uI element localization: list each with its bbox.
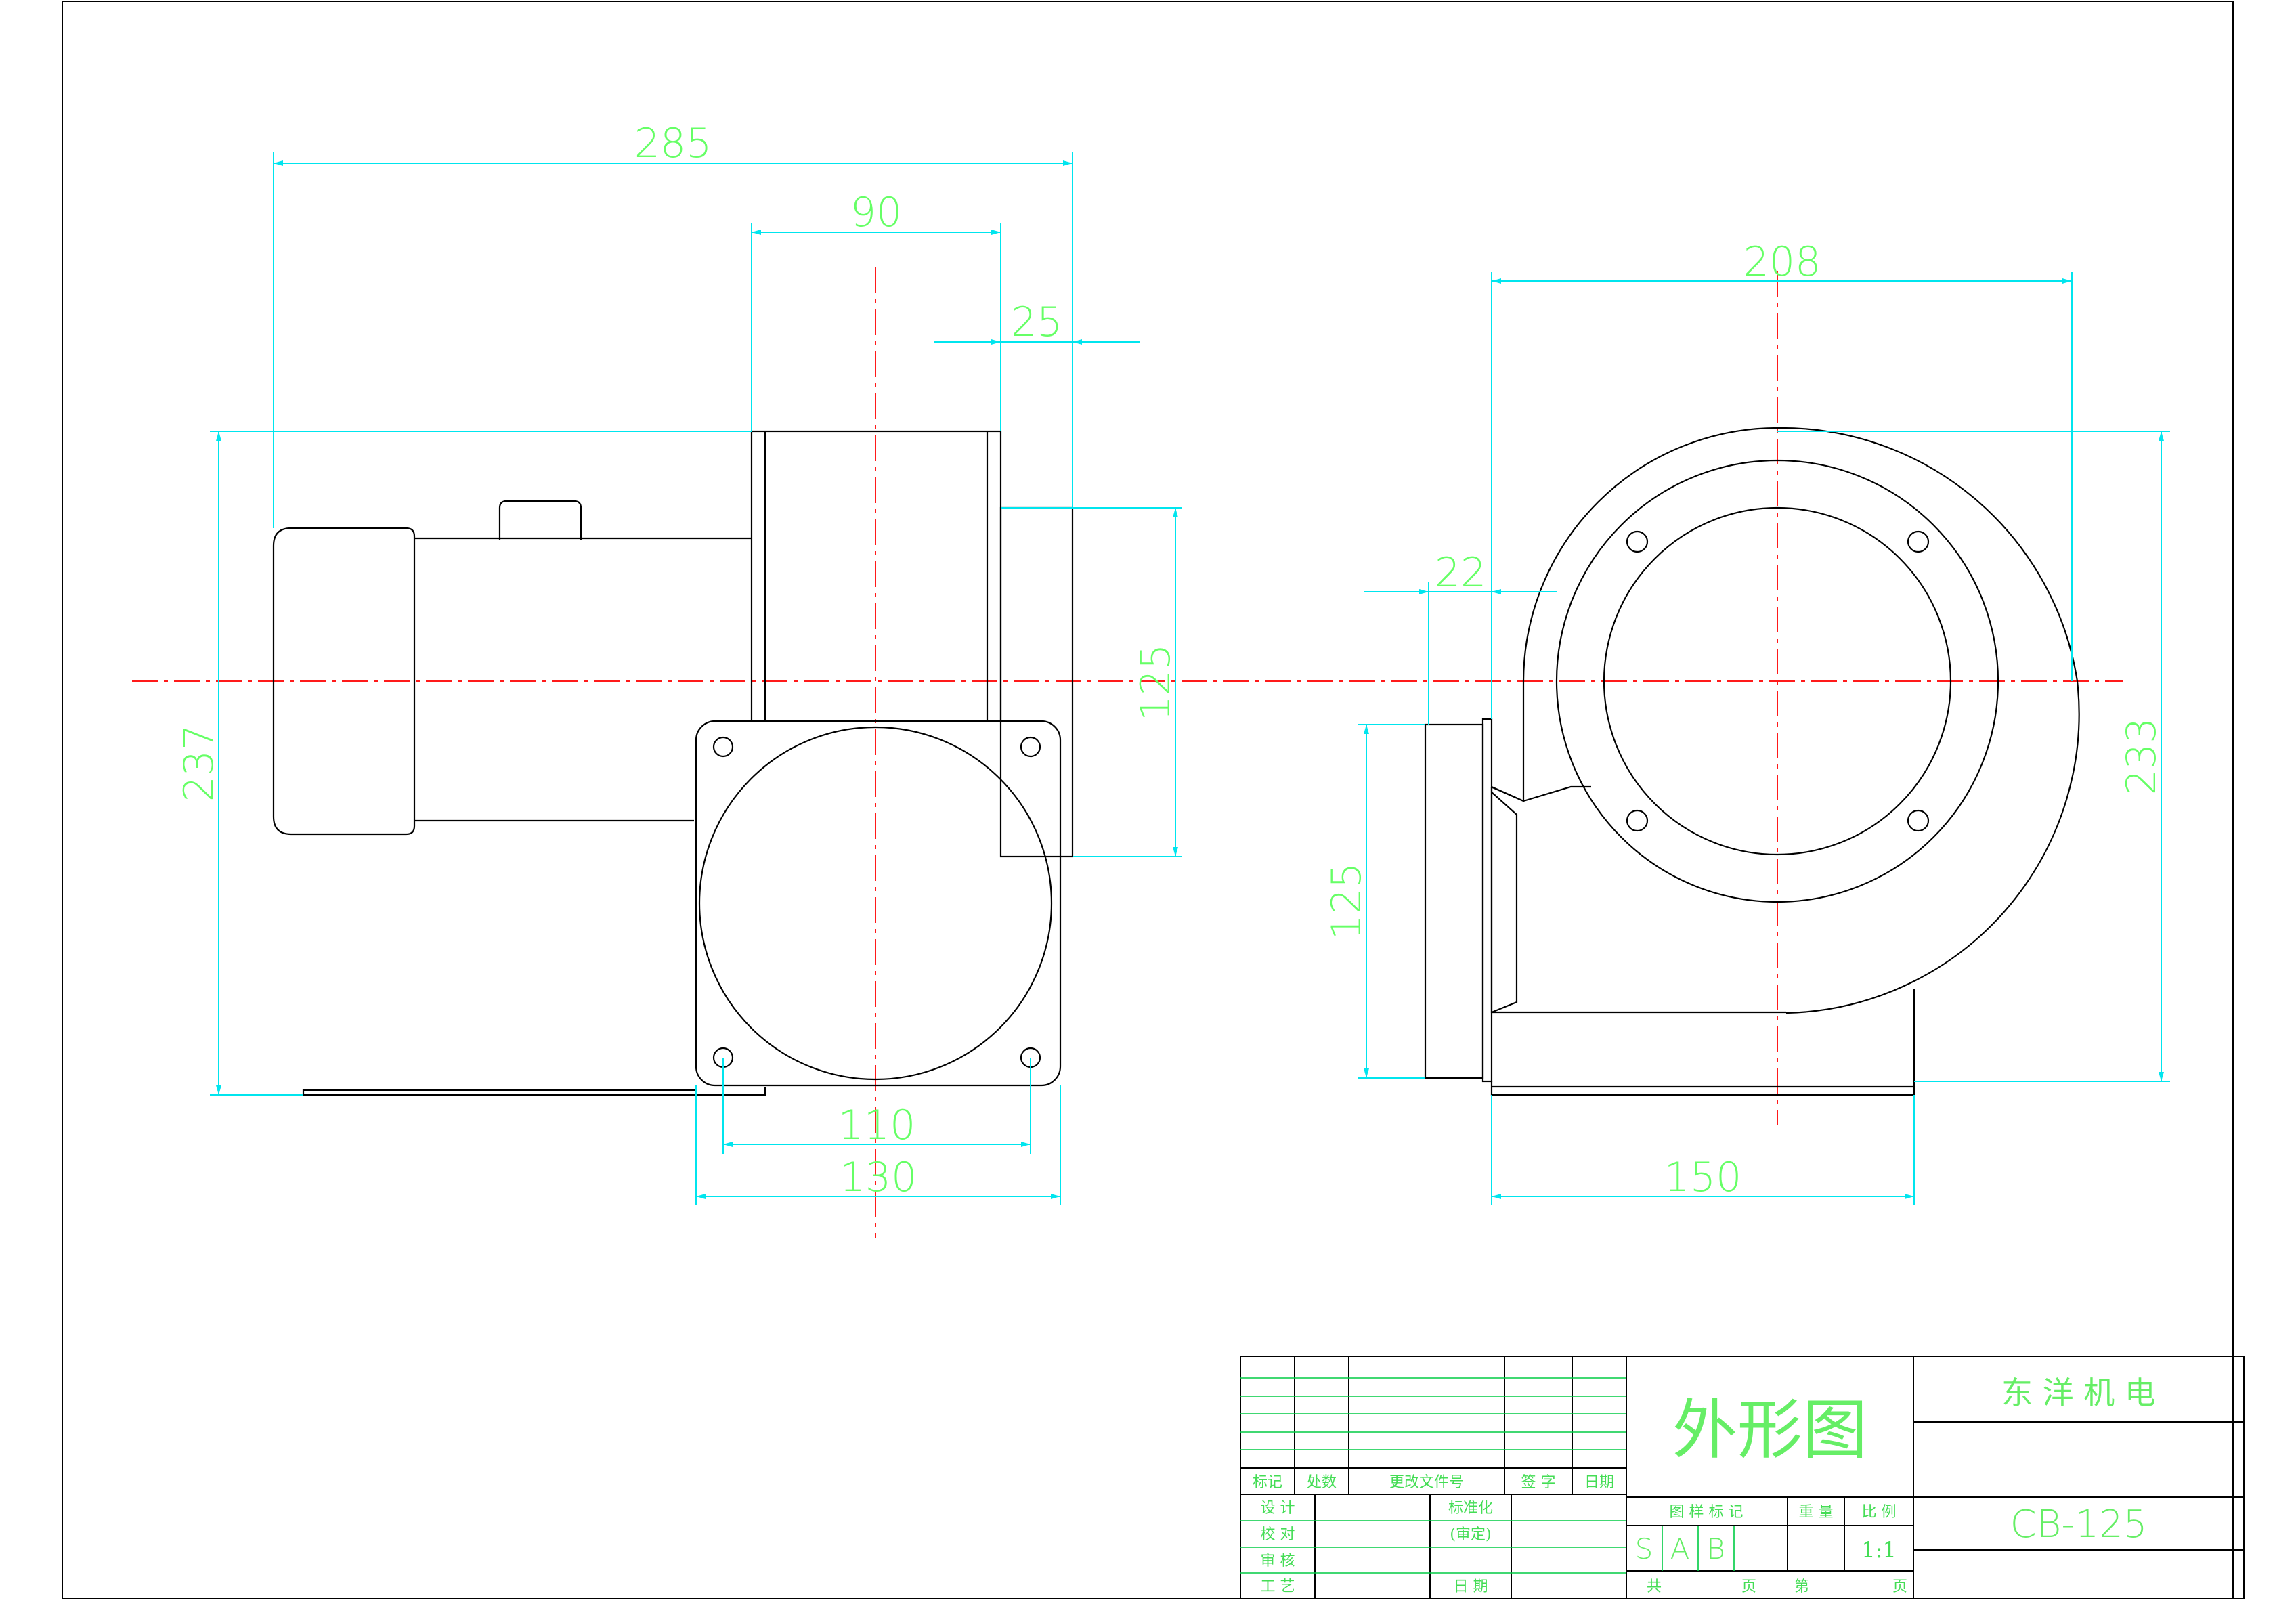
- dim-text-125-side: 125: [1323, 863, 1370, 940]
- drawing-border: [62, 1, 2234, 1599]
- base-plate: [302, 1087, 766, 1096]
- approval-label: (审定): [1450, 1526, 1491, 1543]
- sheet-total-unit: 页: [1741, 1578, 1756, 1595]
- dim-text-233: 233: [2118, 718, 2165, 796]
- title-block-frame: [1240, 1356, 2245, 1599]
- bolt-hole-tl: [712, 736, 734, 758]
- role-check: 校 对: [1261, 1526, 1295, 1543]
- motor-body: [414, 537, 752, 822]
- sheet-total-label: 共: [1647, 1578, 1662, 1595]
- square-flange: [695, 720, 1062, 1087]
- dim-text-110: 110: [838, 1102, 916, 1149]
- mark-b: B: [1706, 1532, 1725, 1565]
- ring-bolt-bl: [1626, 809, 1649, 832]
- mark-a: A: [1670, 1532, 1690, 1565]
- scale-value: 1:1: [1861, 1537, 1897, 1563]
- mark-header: 图 样 标 记: [1670, 1504, 1743, 1521]
- rev-header-date: 日期: [1584, 1474, 1614, 1491]
- outlet-lip: [1481, 718, 1493, 1083]
- front-view-dimensions: 285 90 25 125 237 110 130: [175, 120, 1182, 1205]
- sheet-number-label: 第: [1794, 1578, 1809, 1595]
- ring-bolt-br: [1907, 809, 1930, 832]
- company-name: 东 洋 机 电: [2001, 1375, 2156, 1411]
- dim-text-237: 237: [175, 725, 223, 802]
- dim-text-285: 285: [634, 120, 712, 167]
- ring-bolt-tr: [1907, 530, 1930, 553]
- base-bracket-side: [1490, 989, 1915, 1096]
- role-review: 审 核: [1261, 1553, 1295, 1570]
- volute-housing: [1490, 427, 2079, 802]
- rev-header-count: 处数: [1307, 1474, 1337, 1491]
- side-view-dimensions: 208 22 125 233 150: [1323, 238, 2170, 1205]
- rev-header-doc: 更改文件号: [1389, 1474, 1464, 1491]
- dim-text-208: 208: [1743, 238, 1821, 286]
- motor-end-cap: [272, 527, 416, 836]
- rev-header-mark: 标记: [1253, 1474, 1282, 1491]
- dim-text-125-front: 125: [1132, 644, 1179, 722]
- right-housing: [999, 506, 1074, 858]
- bolt-hole-tr: [1020, 736, 1041, 758]
- front-view: [272, 430, 1074, 1096]
- outlet-duct-taper: [1491, 792, 1518, 1014]
- dim-text-22: 22: [1435, 549, 1486, 597]
- inlet-circle: [698, 726, 1053, 1081]
- title-block: 标记 处数 更改文件号 签 字 日期 设 计 校 对 审 核 工 艺 标准化 (…: [1240, 1356, 2245, 1599]
- role-process: 工 艺: [1261, 1578, 1295, 1595]
- volute-lower: [1785, 680, 2080, 1014]
- dim-text-150: 150: [1664, 1154, 1742, 1201]
- date-label: 日 期: [1454, 1578, 1488, 1595]
- scale-header: 比 例: [1862, 1504, 1897, 1521]
- center-lines: [132, 267, 2123, 1238]
- mark-s: S: [1635, 1532, 1653, 1565]
- standardization-label: 标准化: [1448, 1500, 1493, 1517]
- terminal-box: [498, 500, 582, 540]
- inlet-ring-outer: [1555, 459, 1999, 903]
- model-code: CB-125: [2010, 1502, 2148, 1547]
- inlet-ring-inner: [1603, 506, 1952, 856]
- weight-header: 重 量: [1799, 1504, 1834, 1521]
- dim-text-25: 25: [1011, 299, 1062, 346]
- rev-header-sign: 签 字: [1521, 1474, 1556, 1491]
- dim-text-130: 130: [840, 1154, 917, 1201]
- outlet-flange-side: [1424, 723, 1484, 1079]
- ring-bolt-tl: [1626, 530, 1649, 553]
- sheet-number-unit: 页: [1892, 1578, 1907, 1595]
- drawing-title: 外形图: [1672, 1392, 1867, 1468]
- role-design: 设 计: [1261, 1500, 1295, 1517]
- dim-text-90: 90: [850, 189, 902, 236]
- side-view: [1424, 427, 2080, 1096]
